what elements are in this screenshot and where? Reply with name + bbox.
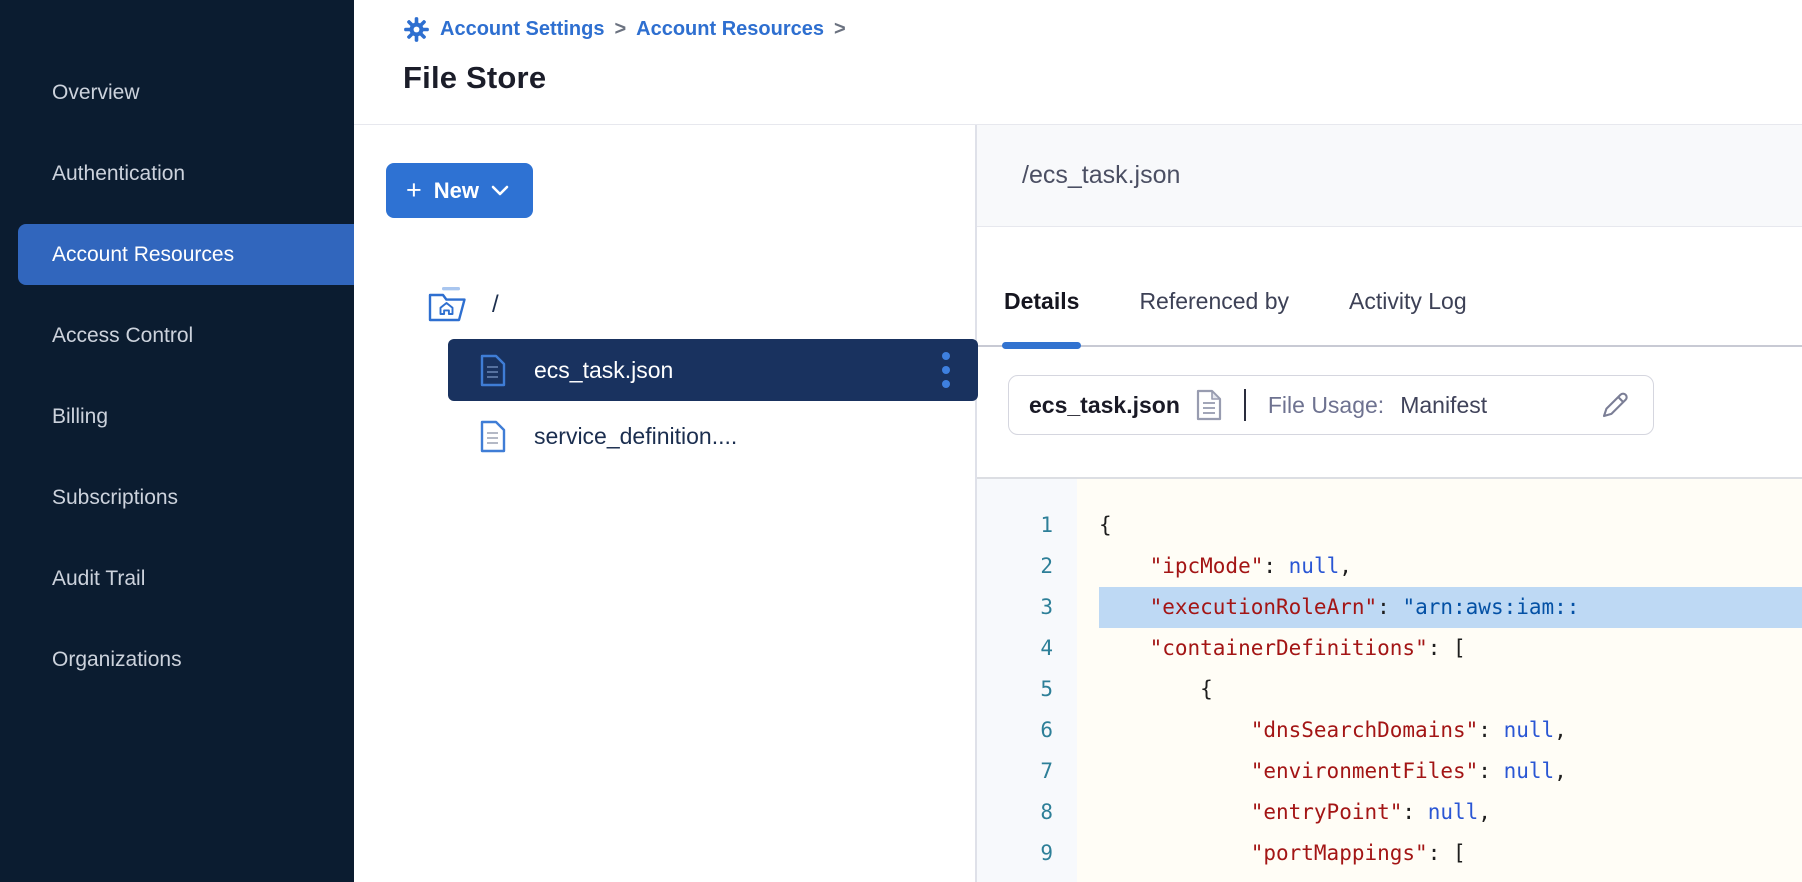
file-icon [480, 420, 506, 453]
line-number: 8 [977, 792, 1053, 833]
file-detail-panel: /ecs_task.json Details Referenced by Activ… [977, 125, 1802, 882]
file-list: ecs_task.json service_definition.... [386, 339, 975, 467]
code-token: : [1402, 800, 1427, 824]
file-name: ecs_task.json [534, 357, 910, 384]
code-token: : [1263, 554, 1288, 578]
gear-icon [403, 16, 430, 43]
editor-content: {"ipcMode": null,"executionRoleArn": "ar… [1077, 479, 1802, 882]
tab-details[interactable]: Details [1004, 288, 1079, 345]
code-line-4: "containerDefinitions": [ [1099, 628, 1802, 669]
code-line-9: "portMappings": [ [1099, 833, 1802, 874]
code-line-1: { [1099, 505, 1802, 546]
line-number: 5 [977, 669, 1053, 710]
line-number: 2 [977, 546, 1053, 587]
code-token: "entryPoint" [1251, 800, 1403, 824]
sidebar-item-organizations[interactable]: Organizations [0, 629, 354, 690]
file-path: /ecs_task.json [1022, 161, 1180, 190]
pencil-icon [1599, 389, 1631, 421]
code-token: , [1554, 759, 1567, 783]
file-card-name: ecs_task.json [1029, 392, 1180, 419]
code-line-8: "entryPoint": null, [1099, 792, 1802, 833]
card-divider [1244, 389, 1246, 421]
sidebar-item-subscriptions[interactable]: Subscriptions [0, 467, 354, 528]
code-editor[interactable]: 123456789 {"ipcMode": null,"executionRol… [977, 477, 1802, 882]
sidebar-item-billing[interactable]: Billing [0, 386, 354, 447]
file-path-band: /ecs_task.json [977, 125, 1802, 227]
code-line-7: "environmentFiles": null, [1099, 751, 1802, 792]
kebab-menu-icon[interactable] [938, 348, 954, 392]
document-icon[interactable] [1196, 389, 1222, 421]
code-token: : [1377, 595, 1402, 619]
code-token: : [1478, 718, 1503, 742]
code-token: null [1504, 759, 1555, 783]
main-area: Account Settings > Account Resources > File… [354, 0, 1802, 882]
line-number: 7 [977, 751, 1053, 792]
code-token: "ipcMode" [1150, 554, 1264, 578]
code-token: null [1428, 800, 1479, 824]
code-token: , [1478, 800, 1491, 824]
code-token: : [ [1428, 841, 1466, 865]
code-token: "arn:aws:iam:: [1402, 595, 1579, 619]
line-number: 9 [977, 833, 1053, 874]
root-folder-row[interactable]: / [426, 286, 975, 323]
file-name: service_definition.... [534, 423, 954, 450]
code-token: "executionRoleArn" [1150, 595, 1378, 619]
page-title: File Store [403, 60, 1802, 96]
home-folder-icon [426, 286, 470, 323]
edit-usage-button[interactable] [1597, 387, 1633, 423]
code-token: , [1554, 718, 1567, 742]
breadcrumb-link-account-resources[interactable]: Account Resources [636, 18, 824, 41]
code-line-5: { [1099, 669, 1802, 710]
code-token: "containerDefinitions" [1150, 636, 1428, 660]
code-token: "environmentFiles" [1251, 759, 1479, 783]
detail-tabs: Details Referenced by Activity Log [977, 227, 1802, 347]
breadcrumb: Account Settings > Account Resources > [403, 12, 1802, 46]
code-token: { [1099, 513, 1112, 537]
line-number: 3 [977, 587, 1053, 628]
breadcrumb-separator: > [614, 18, 626, 41]
editor-gutter: 123456789 [977, 479, 1077, 882]
file-info-card: ecs_task.json File Usage: Manifest [1008, 375, 1654, 435]
page-header: Account Settings > Account Resources > File… [354, 0, 1802, 125]
line-number: 6 [977, 710, 1053, 751]
code-token: , [1339, 554, 1352, 578]
breadcrumb-separator: > [834, 18, 846, 41]
new-button-label: New [434, 178, 479, 204]
code-token: "dnsSearchDomains" [1251, 718, 1479, 742]
code-token: null [1289, 554, 1340, 578]
file-tree-panel: + New / ecs_task.json [354, 125, 977, 882]
breadcrumb-links: Account Settings > Account Resources > [440, 18, 846, 41]
file-usage-value: Manifest [1400, 392, 1487, 419]
sidebar-item-audit-trail[interactable]: Audit Trail [0, 548, 354, 609]
line-number: 1 [977, 505, 1053, 546]
code-line-3: "executionRoleArn": "arn:aws:iam:: [1099, 587, 1802, 628]
new-button[interactable]: + New [386, 163, 533, 218]
code-line-2: "ipcMode": null, [1099, 546, 1802, 587]
file-card-zone: ecs_task.json File Usage: Manifest [977, 347, 1802, 477]
sidebar-item-authentication[interactable]: Authentication [0, 143, 354, 204]
sidebar-item-access-control[interactable]: Access Control [0, 305, 354, 366]
chevron-down-icon [491, 185, 509, 196]
root-folder-label: / [492, 291, 499, 319]
code-token: null [1504, 718, 1555, 742]
tab-activity-log[interactable]: Activity Log [1349, 288, 1467, 345]
sidebar-item-overview[interactable]: Overview [0, 62, 354, 123]
file-row-service-definition[interactable]: service_definition.... [448, 405, 978, 467]
sidebar-item-account-resources[interactable]: Account Resources [18, 224, 354, 285]
code-token: "portMappings" [1251, 841, 1428, 865]
plus-icon: + [406, 177, 422, 204]
file-usage-label: File Usage: [1268, 392, 1384, 419]
code-token: : [ [1428, 636, 1466, 660]
file-row-ecs-task-json[interactable]: ecs_task.json [448, 339, 978, 401]
settings-sidebar: OverviewAuthenticationAccount ResourcesA… [0, 0, 354, 882]
file-icon [480, 354, 506, 387]
code-token: : [1478, 759, 1503, 783]
tab-referenced-by[interactable]: Referenced by [1139, 288, 1289, 345]
code-line-6: "dnsSearchDomains": null, [1099, 710, 1802, 751]
breadcrumb-link-account-settings[interactable]: Account Settings [440, 18, 604, 41]
code-token: { [1200, 677, 1213, 701]
line-number: 4 [977, 628, 1053, 669]
